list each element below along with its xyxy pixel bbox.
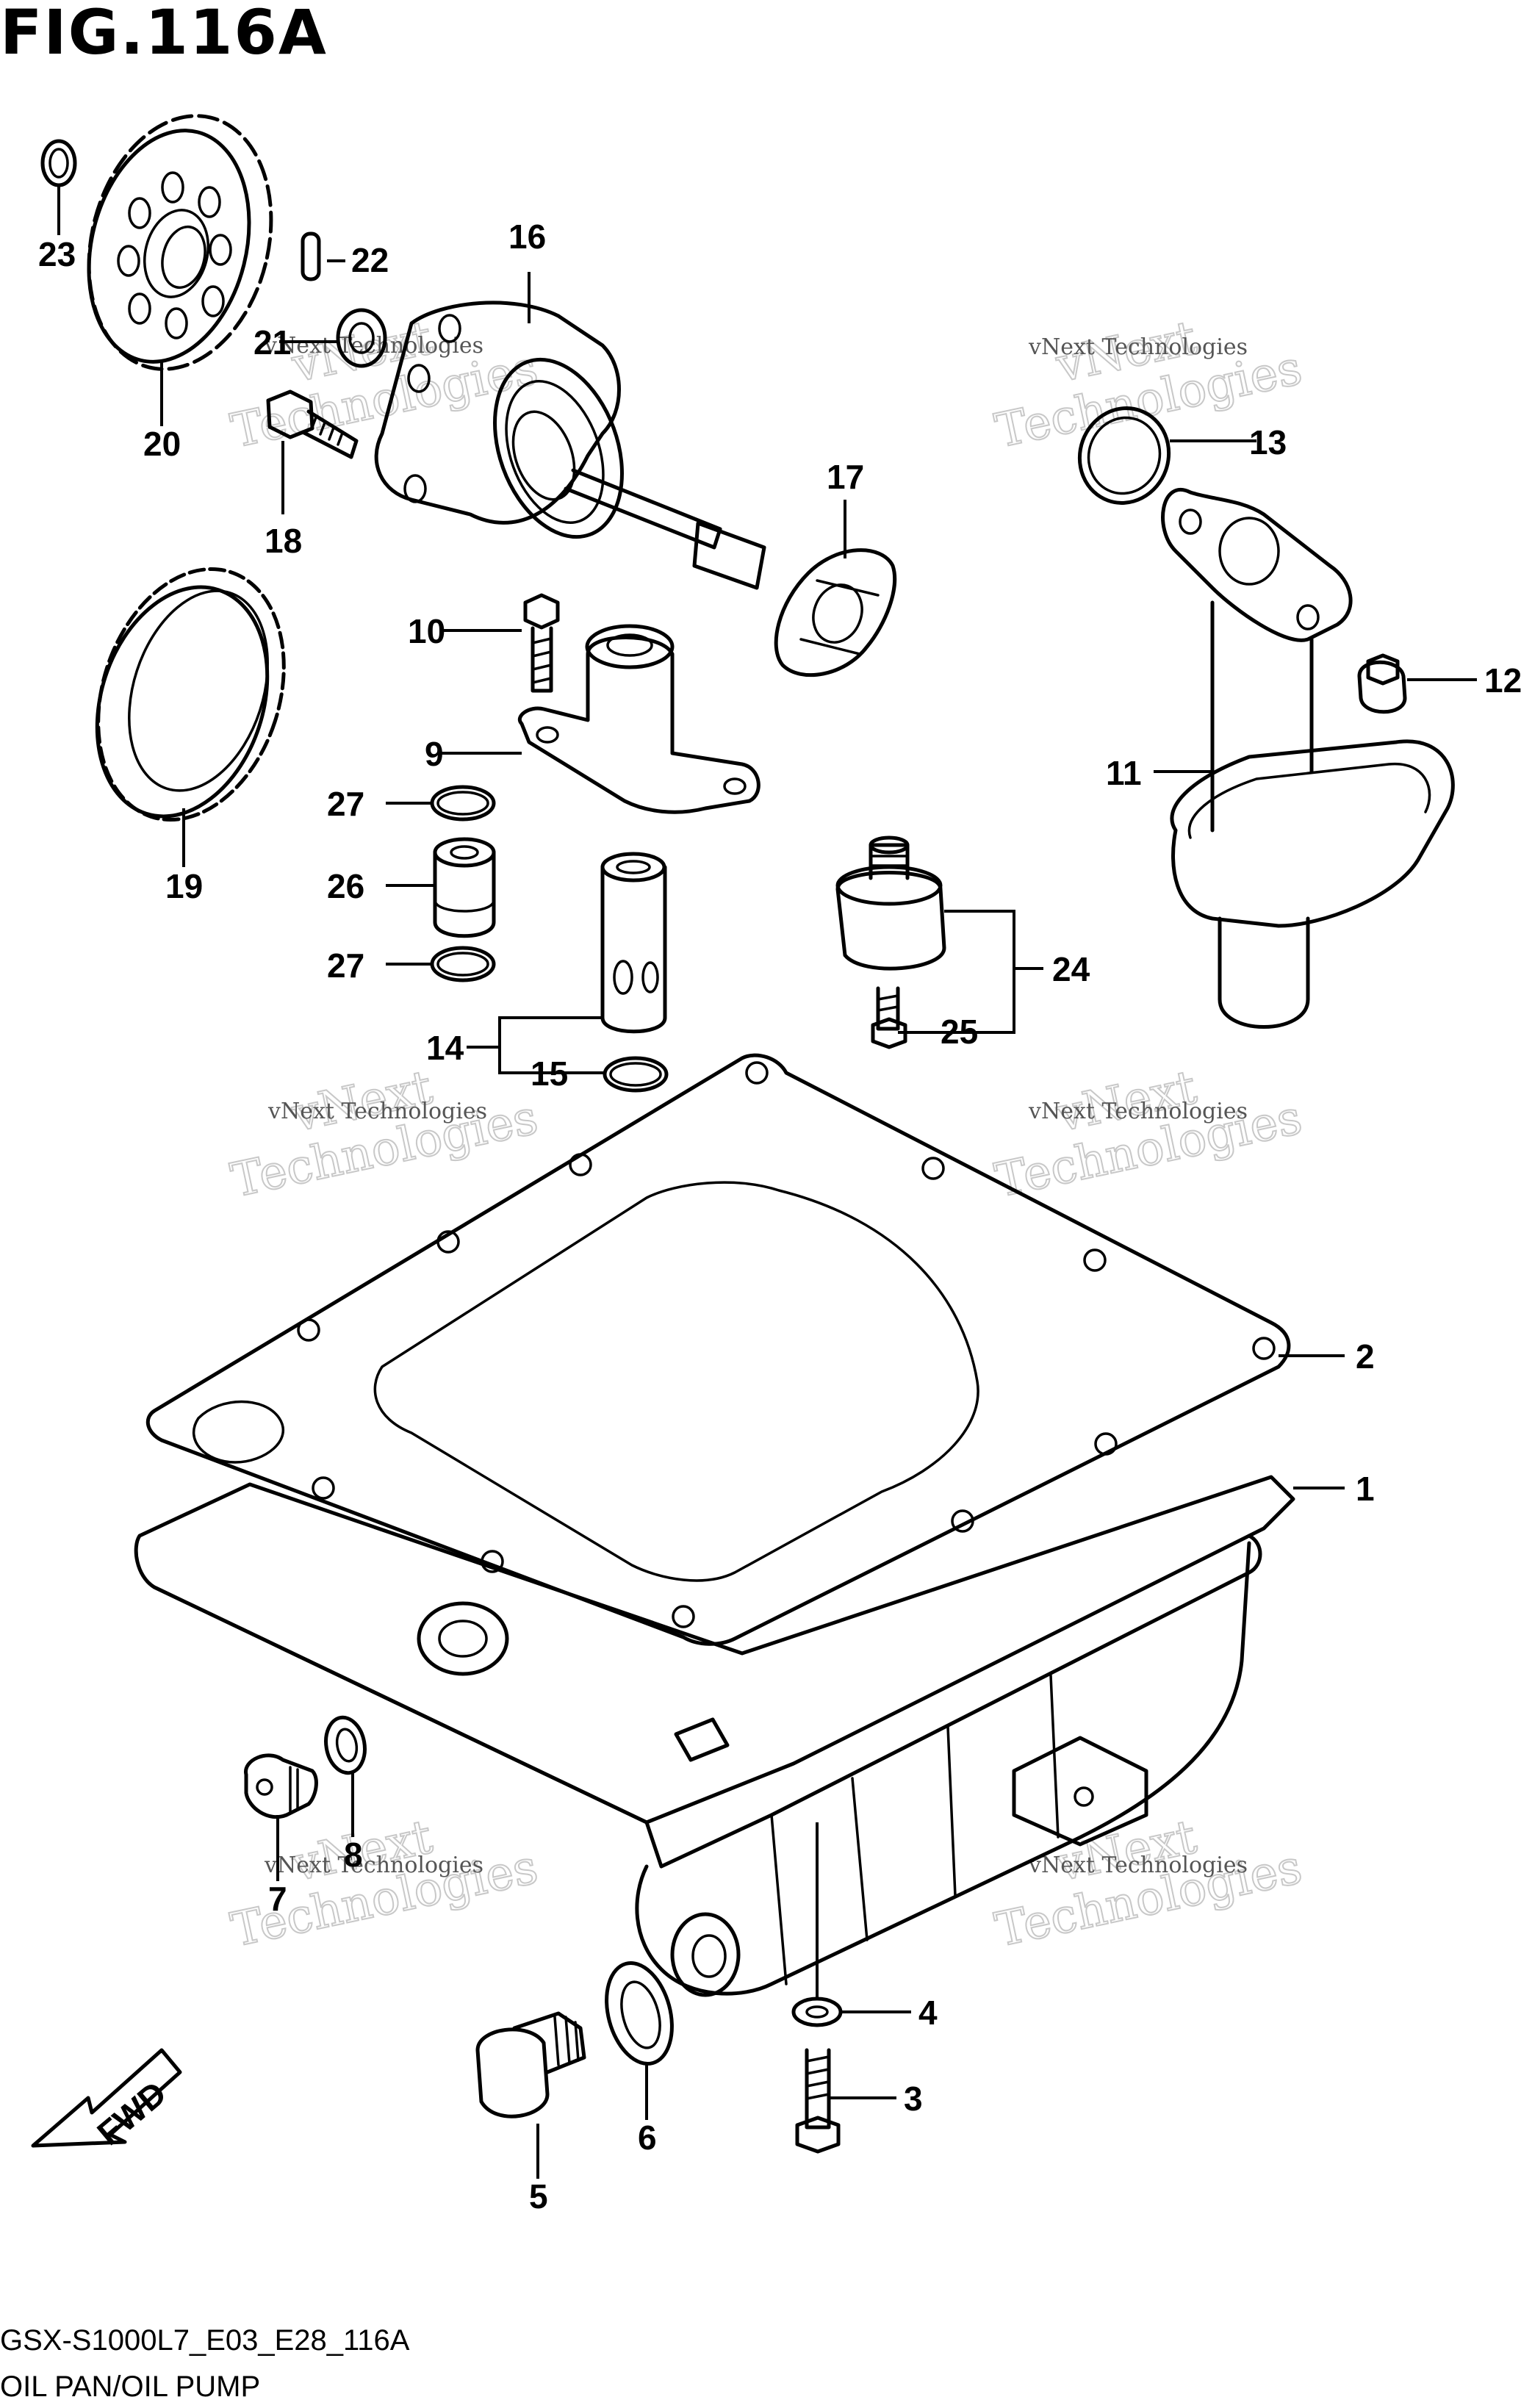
watermark-small: vNext Technologies [267, 1099, 487, 1124]
callout-27-bottom: 27 [327, 946, 364, 985]
part-15-o-ring [603, 1056, 669, 1093]
part-17-gasket [774, 548, 897, 678]
watermark-small: vNext Technologies [264, 1852, 483, 1878]
part-8-gasket [324, 1715, 367, 1775]
callout-15: 15 [531, 1054, 568, 1093]
part-2-oil-pan-gasket [145, 1053, 1291, 1646]
watermark-small: vNext Technologies [1028, 1852, 1248, 1878]
callout-23: 23 [38, 235, 76, 273]
callout-3: 3 [904, 2080, 923, 2118]
part-26-plug [433, 837, 496, 938]
callout-8: 8 [344, 1836, 363, 1874]
part-27-o-ring-top [430, 785, 496, 822]
callout-10: 10 [408, 612, 445, 650]
part-23-circlip [40, 139, 77, 187]
fwd-label: FWD [90, 2074, 173, 2152]
figure-code: GSX-S1000L7_E03_E28_116A [0, 2324, 410, 2357]
fwd-arrow: FWD [31, 2048, 182, 2152]
callout-6: 6 [638, 2118, 657, 2157]
callout-20: 20 [143, 425, 181, 463]
part-13-o-ring [1077, 406, 1171, 505]
part-9-housing [518, 624, 760, 814]
watermark-small: vNext Technologies [1028, 1099, 1248, 1124]
part-22-pin [301, 231, 321, 281]
callout-17: 17 [827, 458, 864, 496]
watermark-group: vNext Technologies vNext Technologies vN… [226, 310, 1307, 1959]
part-4-washer [791, 1997, 843, 2027]
callout-9: 9 [425, 735, 444, 773]
part-18-bolt [266, 389, 359, 459]
callout-13: 13 [1249, 423, 1287, 461]
callout-1: 1 [1356, 1470, 1375, 1508]
callout-24: 24 [1052, 950, 1090, 988]
part-14-pipe [600, 852, 667, 1034]
leader-lines [57, 187, 1477, 2179]
part-6-gasket [605, 1961, 674, 2066]
callout-21: 21 [254, 323, 291, 362]
callout-7: 7 [268, 1880, 287, 1918]
callout-19: 19 [165, 867, 203, 905]
callout-27-top: 27 [327, 785, 364, 823]
part-25-bolt [871, 986, 907, 1049]
callout-22: 22 [351, 241, 389, 279]
figure-caption: OIL PAN/OIL PUMP [0, 2371, 261, 2403]
part-11-oil-strainer [1161, 488, 1455, 1029]
part-7-plug [244, 1753, 318, 1819]
part-16-oil-pump [374, 301, 766, 590]
watermark-small: vNext Technologies [1028, 334, 1248, 360]
callout-26: 26 [327, 867, 364, 905]
callout-18: 18 [265, 522, 302, 560]
part-27-o-ring-bottom [430, 946, 496, 982]
part-5-drain-plug [475, 2011, 586, 2118]
part-3-bolt [795, 2048, 841, 2154]
figure-title: FIG.116A [0, 0, 328, 68]
callout-14: 14 [426, 1029, 464, 1067]
callout-25: 25 [941, 1013, 978, 1051]
part-1-oil-pan [134, 1475, 1295, 1997]
callout-4: 4 [918, 1994, 938, 2032]
part-21-washer [336, 308, 387, 368]
callout-2: 2 [1356, 1337, 1375, 1376]
part-10-bolt [523, 593, 560, 693]
callout-12: 12 [1484, 661, 1521, 700]
part-20-sprocket [87, 114, 273, 371]
part-19-sprocket-ring [95, 567, 286, 822]
part-12-bolt [1357, 653, 1407, 714]
callout-16: 16 [508, 218, 546, 256]
callout-11: 11 [1106, 754, 1142, 792]
callout-5: 5 [529, 2177, 548, 2215]
part-24-pressure-switch [835, 835, 946, 971]
callout-labels: 23 20 22 21 18 16 17 10 9 27 26 27 19 14… [38, 218, 1521, 2215]
